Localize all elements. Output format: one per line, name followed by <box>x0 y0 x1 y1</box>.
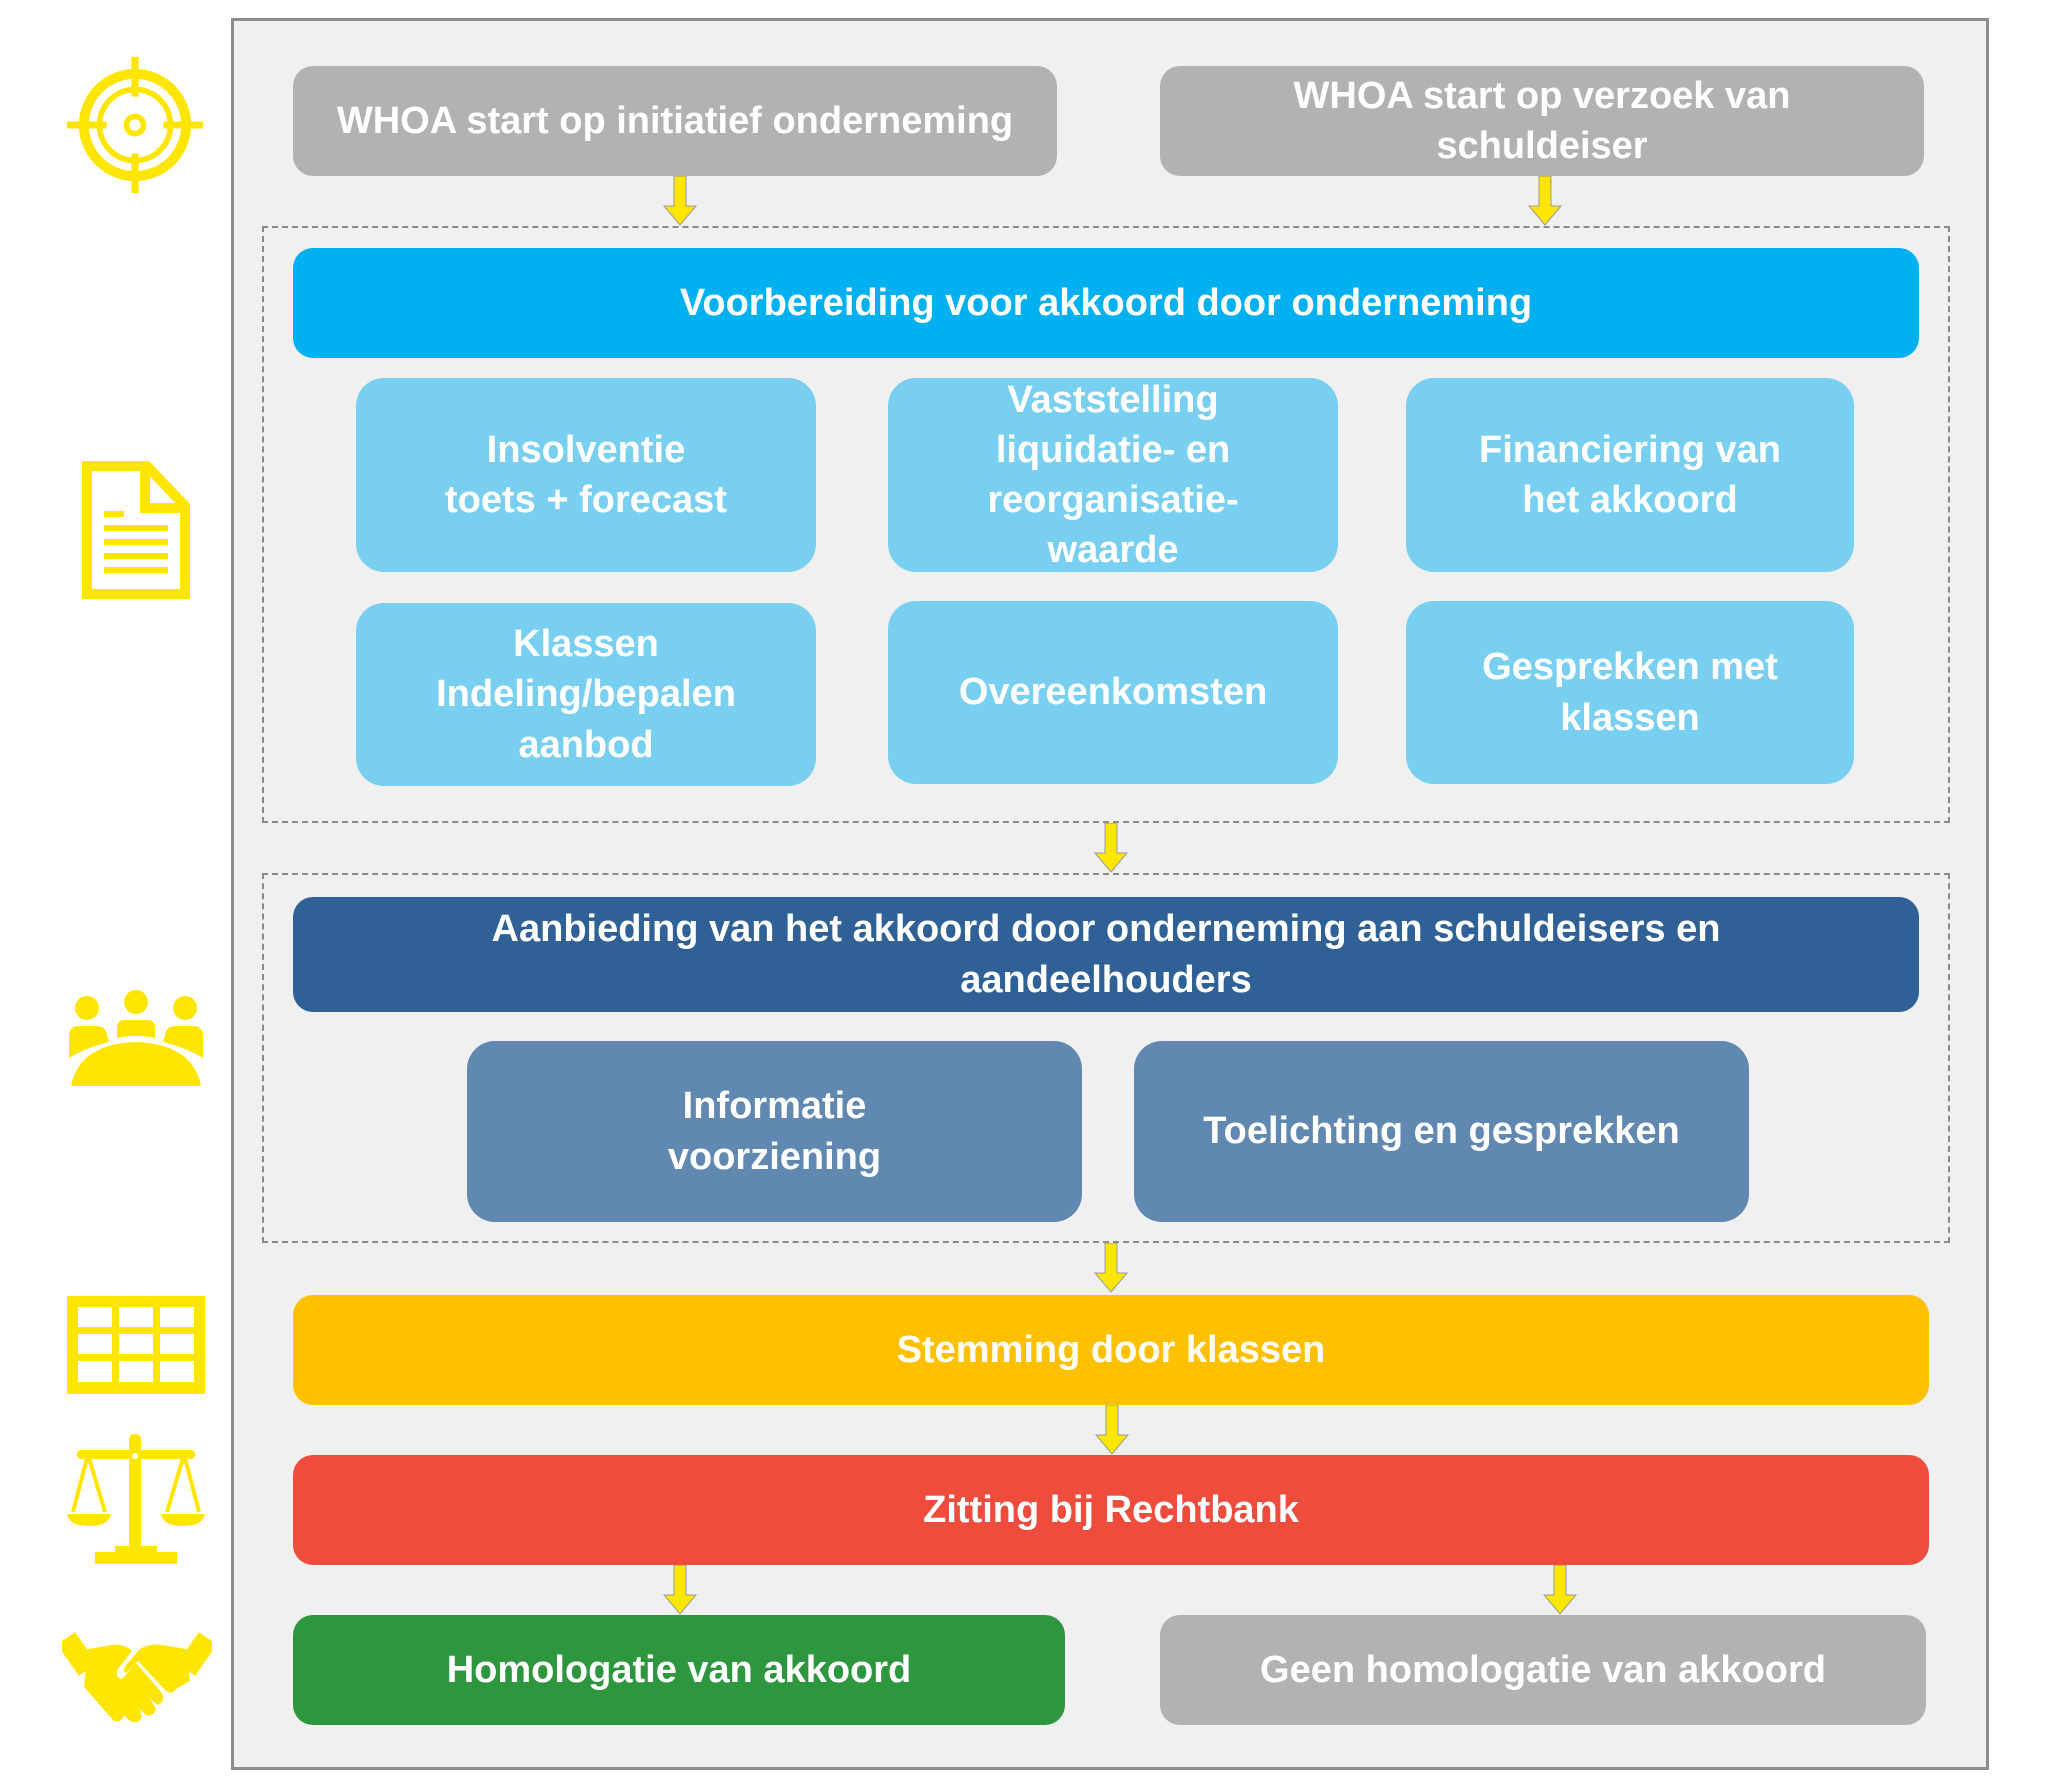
offer-item-label: Informatie voorziening <box>667 1085 882 1178</box>
preparation-item-financing: Financiering van het akkoord <box>1406 378 1854 572</box>
arrow-down-icon <box>1093 1243 1129 1293</box>
preparation-item-label: Klassen Indeling/bepalen aanbod <box>436 623 736 766</box>
start-company-initiative-label: WHOA start op initiatief onderneming <box>336 99 1014 142</box>
preparation-item-label: Overeenkomsten <box>958 671 1268 714</box>
preparation-item-label: Financiering van het akkoord <box>1479 428 1781 521</box>
arrow-down-icon <box>662 1565 698 1615</box>
preparation-item-class-talks: Gesprekken met klassen <box>1406 601 1854 784</box>
offer-item-information: Informatie voorziening <box>467 1041 1082 1222</box>
offer-item-explanation: Toelichting en gesprekken <box>1134 1041 1749 1222</box>
offer-header: Aanbieding van het akkoord door ondernem… <box>293 897 1919 1012</box>
arrow-down-icon <box>1542 1565 1578 1615</box>
preparation-item-label: Gesprekken met klassen <box>1482 646 1778 739</box>
target-icon <box>64 54 206 196</box>
preparation-item-classes: Klassen Indeling/bepalen aanbod <box>356 603 816 786</box>
offer-header-label: Aanbieding van het akkoord door ondernem… <box>491 908 1721 1001</box>
document-icon <box>82 461 190 599</box>
scale-icon <box>65 1430 207 1572</box>
preparation-item-agreements: Overeenkomsten <box>888 601 1338 784</box>
start-creditor-request-box: WHOA start op verzoek van schuldeiser <box>1160 66 1924 176</box>
preparation-section <box>262 226 1950 823</box>
court-session-label: Zitting bij Rechtbank <box>923 1488 1299 1531</box>
table-icon <box>67 1296 205 1394</box>
preparation-header-label: Voorbereiding voor akkoord door ondernem… <box>679 281 1533 324</box>
preparation-item-insolvency-test: Insolventie toets + forecast <box>356 378 816 572</box>
offer-section <box>262 873 1950 1243</box>
arrow-down-icon <box>1093 823 1129 873</box>
arrow-down-icon <box>662 176 698 226</box>
homologation-box: Homologatie van akkoord <box>293 1615 1065 1725</box>
homologation-label: Homologatie van akkoord <box>446 1648 912 1691</box>
arrow-down-icon <box>1527 176 1563 226</box>
meeting-icon <box>65 988 207 1088</box>
preparation-item-label: Vaststelling liquidatie- en reorganisati… <box>987 378 1239 572</box>
vote-box: Stemming door klassen <box>293 1295 1929 1405</box>
start-creditor-request-label: WHOA start op verzoek van schuldeiser <box>1293 74 1791 167</box>
court-session-box: Zitting bij Rechtbank <box>293 1455 1929 1565</box>
handshake-icon <box>62 1625 212 1733</box>
vote-label: Stemming door klassen <box>896 1328 1326 1371</box>
preparation-item-label: Insolventie toets + forecast <box>445 428 727 521</box>
arrow-down-icon <box>1094 1405 1130 1455</box>
preparation-header: Voorbereiding voor akkoord door ondernem… <box>293 248 1919 358</box>
no-homologation-box: Geen homologatie van akkoord <box>1160 1615 1926 1725</box>
start-company-initiative-box: WHOA start op initiatief onderneming <box>293 66 1057 176</box>
offer-item-label: Toelichting en gesprekken <box>1203 1110 1680 1153</box>
preparation-item-valuation: Vaststelling liquidatie- en reorganisati… <box>888 378 1338 572</box>
no-homologation-label: Geen homologatie van akkoord <box>1260 1648 1826 1691</box>
